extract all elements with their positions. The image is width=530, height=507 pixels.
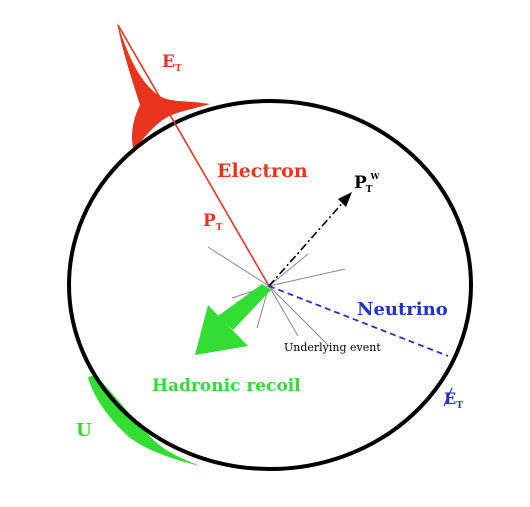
detector-circle <box>67 99 473 471</box>
underlying-event-lines <box>207 246 346 346</box>
et-top-label: ET <box>162 52 182 74</box>
neutrino-label: Neutrino <box>357 299 448 320</box>
electron-label: Electron <box>217 160 308 182</box>
electron-energy-deposit <box>117 22 210 150</box>
hadronic-recoil-arrow <box>195 284 271 355</box>
u-label: U <box>76 420 92 441</box>
hadronic-energy-deposit <box>88 375 200 466</box>
svg-text:ET: ET <box>444 389 463 411</box>
electron-track <box>117 24 270 287</box>
neutrino-track <box>268 285 449 357</box>
ptw-label: PTW <box>354 171 381 195</box>
ptw-arrow-line <box>268 198 347 287</box>
et-missing-label: ET <box>443 387 463 411</box>
hadronic-recoil-label: Hadronic recoil <box>152 376 301 396</box>
ptw-arrowhead <box>338 192 352 207</box>
pt-electron-label: PT <box>203 211 223 233</box>
underlying-event-label: Underlying event <box>284 341 381 354</box>
